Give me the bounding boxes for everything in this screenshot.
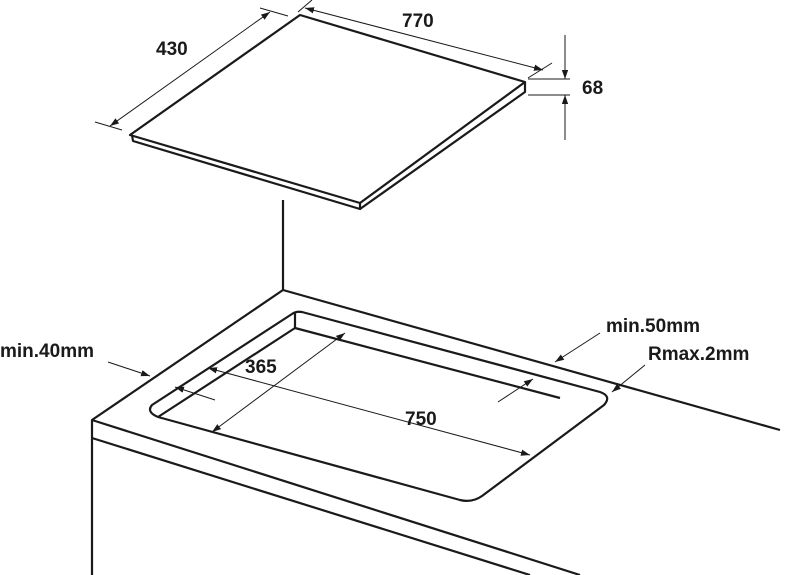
dimension-hob-width: 770	[297, 0, 553, 79]
cutout-width-label: 750	[405, 409, 437, 430]
cutout-depth-label: 365	[245, 357, 277, 378]
corner-radius-label: Rmax.2mm	[648, 344, 749, 365]
hob-height-label: 68	[582, 78, 603, 99]
hob-side-edge	[359, 82, 527, 210]
countertop-front-edge	[91, 418, 581, 575]
dimension-min-rear: min.50mm	[497, 316, 700, 403]
countertop-top-edges	[90, 288, 781, 575]
dimension-min-front: min.40mm	[0, 341, 216, 401]
hob-top-surface	[128, 13, 527, 205]
dimension-hob-height: 68	[528, 35, 603, 140]
dimension-cutout-depth: 365	[211, 332, 346, 433]
min-front-label: min.40mm	[0, 341, 94, 362]
cutout	[148, 310, 609, 502]
hob-width-label: 770	[402, 11, 434, 32]
dimension-corner-radius: Rmax.2mm	[611, 344, 749, 393]
hob-front-edge	[130, 134, 362, 211]
countertop	[90, 288, 781, 575]
cutout-outline	[148, 310, 609, 502]
countertop-lower-edge	[91, 436, 531, 575]
dimension-hob-depth: 430	[94, 7, 289, 131]
dimension-cutout-width: 750	[207, 367, 531, 456]
hob	[128, 13, 527, 211]
min-rear-label: min.50mm	[606, 316, 700, 337]
hob-depth-label: 430	[156, 39, 188, 60]
